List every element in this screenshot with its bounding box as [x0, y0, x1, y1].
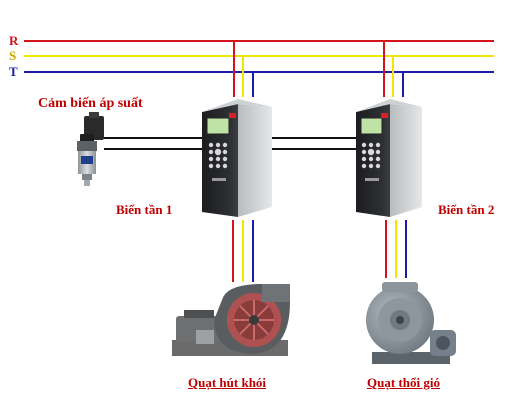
blower-fan-icon	[366, 282, 456, 364]
bus-r-label: R	[9, 33, 19, 48]
sensor-label: Cảm biến áp suất	[38, 96, 143, 111]
drive-1-icon	[202, 99, 272, 217]
bus-t-label: T	[9, 64, 18, 79]
sensor-signal-wires	[104, 137, 202, 150]
drive-1-label: Biến tần 1	[116, 202, 173, 217]
drive-2-label: Biến tần 2	[438, 202, 495, 217]
drive1-output-wires	[232, 220, 254, 282]
fan-2-label: Quạt thổi gió	[367, 375, 440, 390]
fan-1-label: Quạt hút khói	[188, 375, 267, 390]
pressure-sensor-icon	[77, 112, 104, 186]
drive2-output-wires	[385, 220, 407, 278]
drive1-supply-wires	[233, 41, 254, 97]
exhaust-fan-icon	[172, 284, 290, 356]
drive2-supply-wires	[383, 41, 404, 97]
drive-link-wires	[272, 137, 356, 150]
bus-s-label: S	[9, 48, 17, 63]
drive-2-icon	[356, 99, 422, 217]
